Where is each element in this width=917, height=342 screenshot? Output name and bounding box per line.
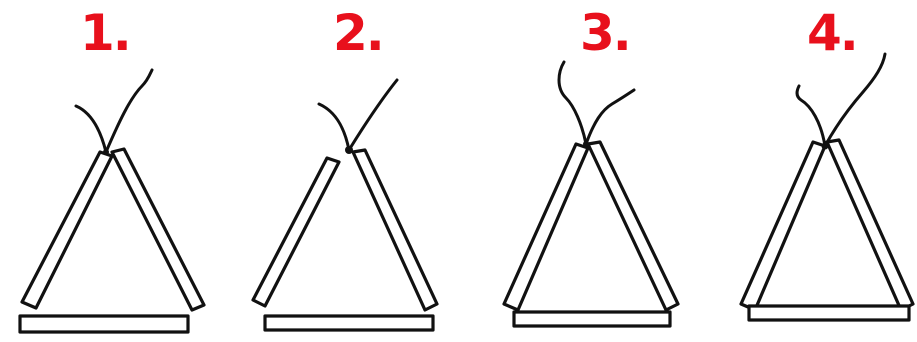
left-stick [253,158,339,306]
left-stick [504,144,588,310]
step-2-panel: 2. [229,0,458,342]
thread-left [797,86,825,146]
thread-left [559,62,586,144]
step-3-panel: 3. [458,0,687,342]
step-3-triangle [458,0,687,342]
knot [103,149,109,155]
bottom-stick [749,306,909,320]
bottom-stick [514,312,670,326]
thread-right [586,90,634,144]
right-stick [588,142,678,310]
knot [822,143,829,150]
right-stick [353,150,437,310]
thread-right [349,80,397,150]
left-stick [741,142,825,310]
knot [345,146,353,154]
step-4-triangle [687,0,917,342]
bottom-stick [265,316,433,330]
step-1-triangle [0,0,229,342]
bottom-stick [20,316,188,332]
thread-left [319,104,349,150]
thread-right [825,54,885,146]
thread-right [106,70,152,152]
thread-left [76,106,106,152]
knot [583,141,589,147]
left-stick [22,152,112,308]
step-4-panel: 4. [687,0,917,342]
right-stick [827,140,913,310]
right-stick [112,149,204,310]
step-2-triangle [229,0,458,342]
step-1-panel: 1. [0,0,229,342]
